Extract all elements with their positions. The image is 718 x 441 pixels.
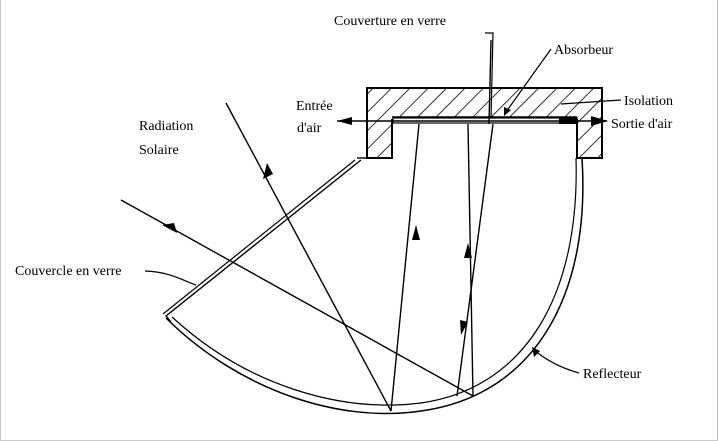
label-absorbeur: Absorbeur <box>554 43 613 58</box>
solar-rays <box>120 39 494 412</box>
label-couverture-en-verre: Couverture en verre <box>334 14 446 29</box>
leader-lines <box>144 32 622 374</box>
label-reflecteur: Reflecteur <box>583 367 642 382</box>
label-entree-line2: d'air <box>297 121 322 136</box>
label-isolation: Isolation <box>624 94 673 109</box>
glass-lid <box>162 157 367 323</box>
label-radiation-line1: Radiation <box>139 119 193 134</box>
air-flow-line <box>337 116 608 126</box>
label-entree-line1: Entrée <box>296 99 333 114</box>
label-sortie-dair: Sortie d'air <box>611 117 673 132</box>
label-radiation-line2: Solaire <box>139 143 179 158</box>
reflector <box>165 157 584 415</box>
air-outlet-arrow <box>591 116 608 126</box>
label-couvercle-en-verre: Couvercle en verre <box>15 264 122 279</box>
